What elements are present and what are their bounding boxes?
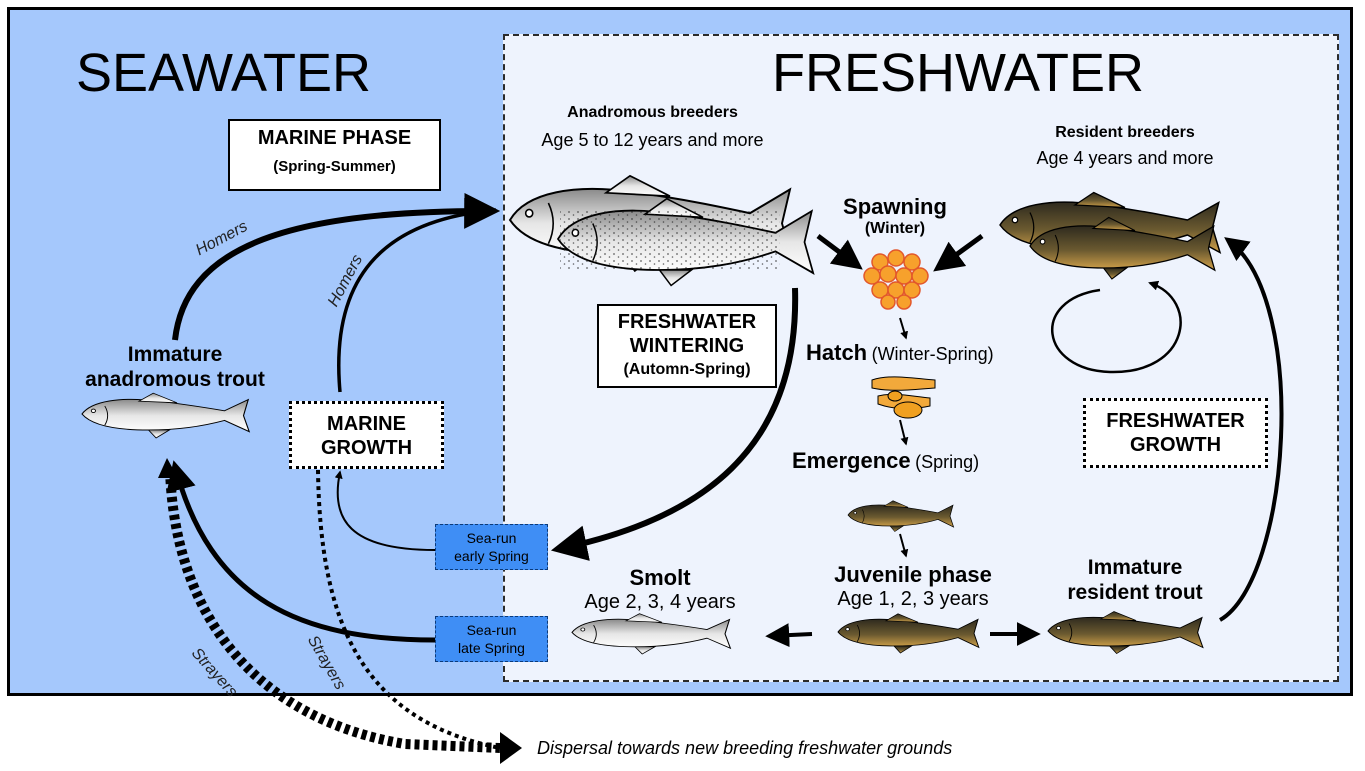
strayers-arrow-2 [316,469,501,750]
dispersal-caption: Dispersal towards new breeding freshwate… [537,738,953,758]
homers-arrow-1 [172,192,501,341]
strayers-arrow-1 [165,469,501,753]
resident-breeders-label: Resident breeders Age 4 years and more [1010,124,1240,169]
marine-phase-season: (Spring-Summer) [273,158,396,175]
marine-growth-box: MARINE GROWTH [289,401,444,469]
emergence-title: Emergence [792,448,911,473]
immature-anadromous-fish [81,392,250,439]
marine-phase-box: MARINE PHASE (Spring-Summer) [228,119,441,191]
late-spring-arrow [166,460,436,643]
resident-loop-arrow [1050,280,1182,374]
homers-arrow-2 [337,208,497,393]
smolt-title: Smolt [629,565,691,590]
immature-anadromous-line1: Immature [127,343,223,366]
spawning-label: Spawning (Winter) [820,194,970,238]
fw-wintering-line1: FRESHWATER [617,311,757,333]
marine-growth-line1: MARINE [327,413,406,435]
immature-resident-line1: Immature [1087,556,1183,579]
fw-wintering-line2: WINTERING [629,335,745,357]
immature-anadromous-label: Immature anadromous trout [70,342,280,392]
juvenile-label: Juvenile phase Age 1, 2, 3 years [808,562,1018,611]
fry-fish [847,500,954,532]
resident-breeders-title: Resident breeders [1055,124,1195,141]
immature-anadromous-line2: anadromous trout [85,368,265,391]
sea-run-late-line2: late Spring [458,640,525,656]
early-spring-arrow [334,470,436,551]
hatch-title: Hatch [806,340,868,365]
to-smolt-arrow [765,623,813,648]
hatch-label: Hatch (Winter-Spring) [806,340,994,366]
juvenile-title: Juvenile phase [834,562,992,587]
anadromous-breeders-label: Anadromous breeders Age 5 to 12 years an… [520,104,785,151]
larvae-cluster [871,376,936,419]
hatch-season: (Winter-Spring) [871,344,994,364]
sea-run-early-line2: early Spring [454,548,529,564]
sea-run-early-tag: Sea-run early Spring [435,524,548,570]
dispersal-arrowhead [500,732,522,764]
juvenile-fish [837,613,980,654]
immature-resident-label: Immature resident trout [1040,555,1230,605]
fw-wintering-season: (Automn-Spring) [623,361,751,378]
freshwater-wintering-box: FRESHWATER WINTERING (Automn-Spring) [597,304,777,388]
anadromous-breeders-title: Anadromous breeders [567,104,738,121]
freshwater-growth-box: FRESHWATER GROWTH [1083,398,1268,468]
sea-run-late-tag: Sea-run late Spring [435,616,548,662]
spawn-arrow-left [816,234,863,270]
marine-phase-title: MARINE PHASE [257,127,412,149]
immature-resident-fish [1047,610,1204,655]
emergence-season: (Spring) [915,452,980,472]
resident-breeders-age: Age 4 years and more [1036,148,1214,168]
smolt-label: Smolt Age 2, 3, 4 years [560,565,760,614]
wintering-return-arrow [550,287,799,561]
spawning-season: (Winter) [864,220,926,237]
resident-growth-arrow [1219,237,1284,622]
anadromous-breeders-age: Age 5 to 12 years and more [541,130,764,150]
eggs-cluster [863,249,929,310]
fw-growth-line1: FRESHWATER [1106,410,1245,432]
juvenile-age: Age 1, 2, 3 years [837,588,989,610]
seawater-title: SEAWATER [76,43,372,103]
marine-growth-line2: GROWTH [320,437,413,459]
sea-run-late-line1: Sea-run [466,622,517,638]
freshwater-title: FRESHWATER [772,43,1144,103]
sea-run-early-line1: Sea-run [466,530,517,546]
spawning-title: Spawning [843,194,947,219]
immature-resident-line2: resident trout [1067,581,1203,604]
spawn-arrow-right [933,233,984,272]
emergence-label: Emergence (Spring) [792,448,979,474]
smolt-age: Age 2, 3, 4 years [584,591,736,613]
fw-growth-line2: GROWTH [1129,434,1222,456]
smolt-fish [571,613,731,655]
